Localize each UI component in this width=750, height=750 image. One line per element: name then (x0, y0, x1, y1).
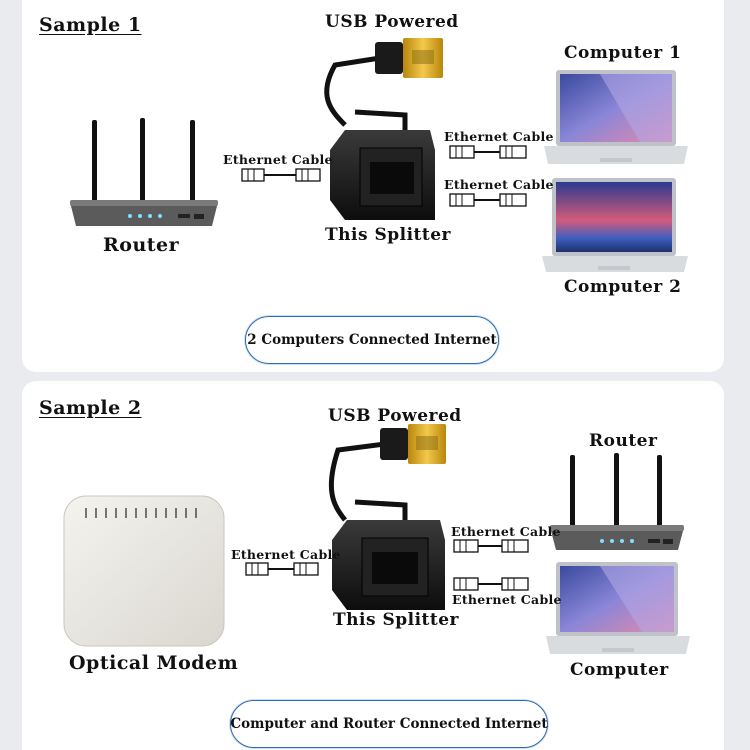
laptop-icon (544, 70, 688, 164)
usb-powered-label: USB Powered (328, 406, 462, 426)
router-label: Router (103, 234, 180, 256)
caption-badge: Computer and Router Connected Internet (230, 700, 548, 748)
splitter-label: This Splitter (325, 225, 452, 245)
computer-1-label: Computer 1 (564, 43, 682, 63)
sample-2-heading: Sample 2 (39, 397, 142, 419)
ethernet-cable-icon (449, 193, 527, 207)
ethernet-cable-label: Ethernet Cable (444, 177, 554, 192)
ethernet-cable-icon (241, 168, 321, 182)
ethernet-cable-label: Ethernet Cable (223, 152, 333, 167)
caption-badge: 2 Computers Connected Internet (245, 316, 499, 364)
splitter-label: This Splitter (333, 610, 460, 630)
optical-modem-icon (63, 495, 225, 647)
laptop-icon (546, 562, 690, 654)
ethernet-cable-label: Ethernet Cable (452, 592, 562, 607)
ethernet-cable-label: Ethernet Cable (444, 129, 554, 144)
usb-powered-label: USB Powered (325, 12, 459, 32)
ethernet-cable-label: Ethernet Cable (231, 547, 341, 562)
laptop-icon (542, 178, 688, 272)
router-icon (70, 118, 218, 226)
optical-modem-label: Optical Modem (69, 652, 239, 674)
router-label: Router (589, 431, 658, 451)
usb-splitter-icon (328, 424, 446, 610)
ethernet-cable-label: Ethernet Cable (451, 524, 561, 539)
ethernet-cable-icon (449, 145, 527, 159)
computer-2-label: Computer 2 (564, 277, 682, 297)
computer-label: Computer (570, 660, 669, 680)
usb-splitter-icon (324, 38, 443, 220)
ethernet-cable-icon (245, 562, 319, 576)
ethernet-cable-icon (453, 577, 529, 591)
ethernet-cable-icon (453, 539, 529, 553)
sample-1-heading: Sample 1 (39, 14, 142, 36)
router-icon (550, 453, 684, 550)
